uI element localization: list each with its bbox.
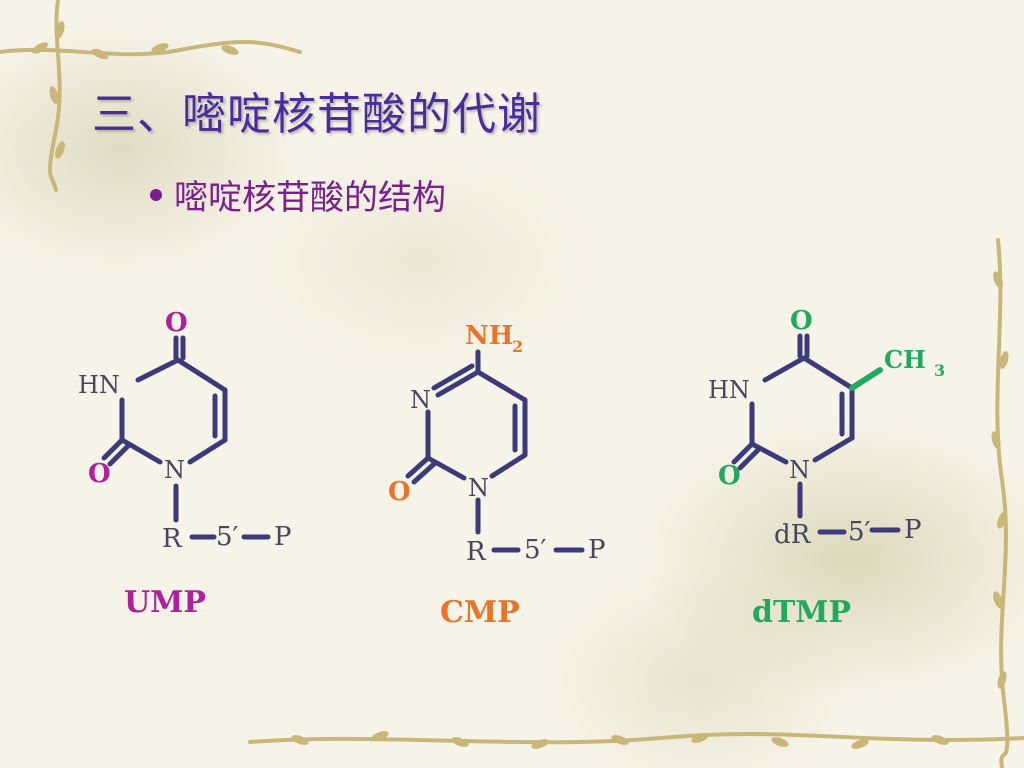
bullet-item: 嘧啶核苷酸的结构: [150, 170, 446, 219]
ump-p: P: [274, 522, 292, 552]
bullet-dot-icon: [150, 188, 162, 201]
dtmp-dr: dR: [774, 520, 812, 550]
dtmp-c2-o-bond-1: [731, 441, 755, 465]
ump-n1: N: [164, 456, 185, 484]
cmp-c2-o-bond-2: [411, 461, 437, 485]
ump-c4-c5-bond: [175, 357, 228, 393]
ump-c6-n1-bond: [187, 437, 228, 465]
dtmp-c4-n3-bond: [762, 355, 807, 383]
cmp-label: CMP: [440, 595, 520, 630]
dtmp-c5-methyl-bond: [849, 367, 883, 391]
ump-5prime: 5′: [216, 522, 239, 552]
dtmp-label: dTMP: [752, 595, 851, 630]
dtmp-n1: N: [789, 456, 810, 484]
dtmp-5prime: 5′: [848, 517, 871, 547]
ump-o-left: O: [88, 459, 111, 489]
dtmp-ch: CH: [884, 345, 926, 374]
dtmp-c2-o-bond-2: [737, 447, 761, 471]
slide-title: 三、嘧啶核苷酸的代谢: [92, 89, 542, 140]
cmp-n1: N: [468, 474, 489, 502]
cmp-c2-o-bond-1: [405, 455, 431, 479]
cmp-c4-c5-bond: [475, 369, 528, 403]
ump-o-top: O: [165, 308, 188, 338]
vine-right-vertical: [995, 238, 1010, 768]
ump-label: UMP: [124, 585, 206, 620]
ump-c2-n1-bond: [119, 437, 163, 465]
ump-r: R: [162, 524, 183, 554]
dtmp-o-left: O: [718, 461, 741, 491]
bullet-text: 嘧啶核苷酸的结构: [174, 178, 446, 218]
cmp-5prime: 5′: [524, 535, 547, 565]
cmp-o-left: O: [388, 477, 411, 507]
vine-top-left: [0, 40, 302, 57]
cmp-nh-sub: 2: [512, 337, 523, 356]
dtmp-hn: HN: [708, 376, 750, 404]
dtmp-c4-c5-bond: [801, 355, 855, 391]
dtmp-ch-sub: 3: [934, 361, 945, 380]
dtmp-o-top: O: [790, 306, 813, 336]
cmp-c2-n1-bond: [425, 455, 467, 481]
cmp-r: R: [466, 537, 487, 567]
cmp-c6-n1-bond: [489, 452, 528, 479]
cmp-c4-n3-bond: [435, 369, 481, 398]
cmp-nh: NH: [465, 321, 513, 351]
cmp-p: P: [588, 535, 606, 565]
ump-hn: HN: [78, 371, 120, 399]
cmp-c4-n3-double: [431, 363, 475, 391]
cmp-n3: N: [410, 386, 431, 414]
ump-c2-o-bond-2: [107, 443, 131, 467]
dtmp-c2-n1-bond: [749, 441, 789, 465]
dtmp-c6-n1-bond: [812, 435, 855, 463]
ump-c2-o-bond-1: [101, 437, 125, 461]
ump-c4-n3-bond: [135, 357, 181, 383]
dtmp-p: P: [904, 515, 922, 545]
